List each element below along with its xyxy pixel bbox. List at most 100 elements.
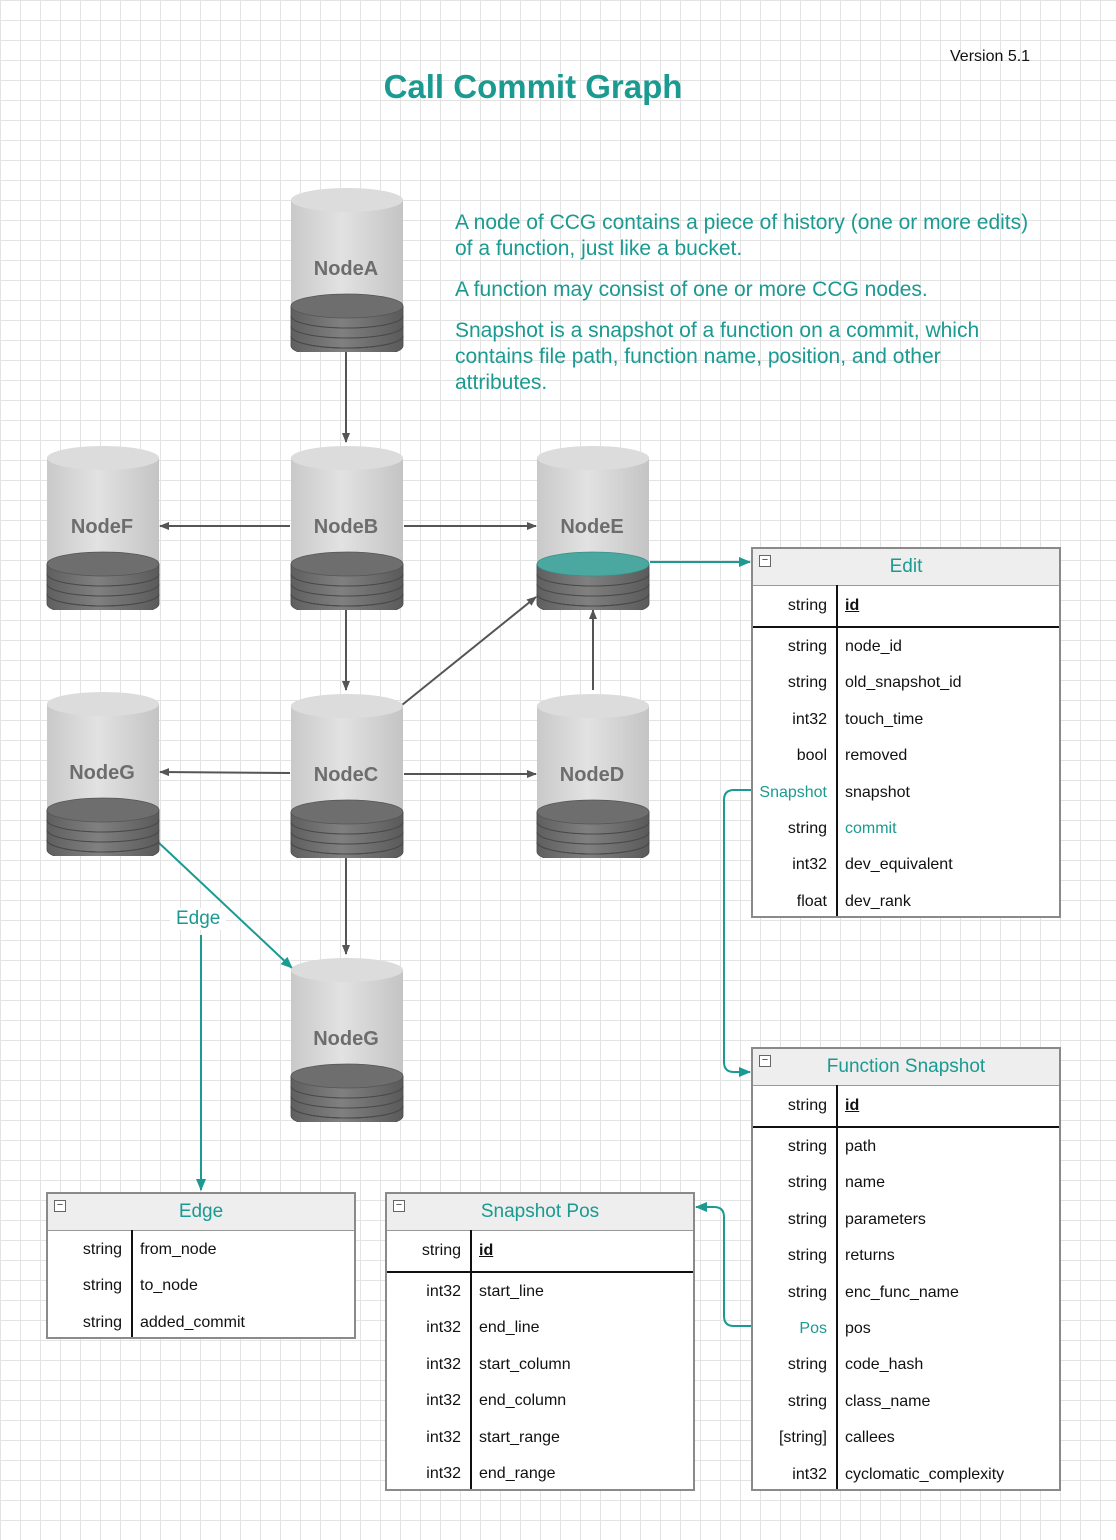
- description-paragraph-3: Snapshot is a snapshot of a function on …: [455, 319, 980, 394]
- column-divider: [836, 585, 838, 916]
- field-type: [string]: [778, 1429, 827, 1447]
- field-type: float: [796, 892, 827, 910]
- field-type: string: [421, 1242, 461, 1259]
- field-name: to_node: [140, 1277, 198, 1295]
- field-name: start_line: [479, 1283, 544, 1300]
- collapse-icon[interactable]: −: [393, 1200, 405, 1212]
- field-type: string: [787, 674, 827, 692]
- field-type: string: [787, 1356, 827, 1374]
- collapse-icon[interactable]: −: [54, 1200, 66, 1212]
- node-f[interactable]: NodeF: [46, 444, 160, 610]
- field-name: commit: [845, 819, 897, 837]
- field-name: from_node: [140, 1241, 217, 1258]
- field-type: string: [787, 1283, 827, 1301]
- field-name: old_snapshot_id: [845, 674, 962, 692]
- field-name: end_line: [479, 1319, 540, 1337]
- edit-table-header[interactable]: − Edit: [753, 549, 1059, 586]
- node-a[interactable]: NodeA: [290, 186, 404, 352]
- collapse-icon[interactable]: −: [759, 555, 771, 567]
- column-divider: [131, 1230, 133, 1337]
- field-name: id: [845, 1097, 860, 1114]
- field-type: int32: [792, 1465, 827, 1483]
- node-a-label: NodeA: [313, 258, 379, 280]
- table-row[interactable]: string returns: [753, 1238, 1059, 1274]
- field-name: name: [845, 1174, 886, 1192]
- table-row[interactable]: string name: [753, 1165, 1059, 1201]
- table-row[interactable]: [string]callees: [753, 1420, 1059, 1456]
- field-name: start_column: [479, 1355, 571, 1373]
- node-g-label: NodeG: [69, 762, 135, 784]
- column-divider: [836, 1085, 838, 1489]
- node-d[interactable]: NodeD: [536, 692, 650, 858]
- node-b-label: NodeB: [313, 516, 379, 538]
- field-name: path: [845, 1138, 877, 1155]
- table-row[interactable]: string old_snapshot_id: [753, 665, 1059, 701]
- snapshot-pos-table[interactable]: − Snapshot Pos string id int32 start_line…: [385, 1192, 695, 1491]
- field-type: string: [82, 1313, 122, 1331]
- field-name: class_name: [845, 1392, 931, 1410]
- table-row[interactable]: int32 touch_time: [753, 702, 1059, 738]
- table-row[interactable]: string id: [753, 1086, 1059, 1126]
- field-type: string: [787, 1392, 827, 1410]
- field-type: Pos: [799, 1319, 827, 1337]
- field-type: int32: [426, 1283, 461, 1300]
- field-name: start_range: [479, 1428, 560, 1446]
- field-name: pos: [845, 1319, 871, 1337]
- node-c[interactable]: NodeC: [290, 692, 404, 858]
- field-type: bool: [796, 747, 827, 765]
- table-row[interactable]: int32 end_line: [387, 1310, 693, 1346]
- field-type: int32: [792, 710, 827, 728]
- field-type: string: [787, 1174, 827, 1192]
- field-name: touch_time: [845, 710, 924, 728]
- collapse-icon[interactable]: −: [759, 1055, 771, 1067]
- edge-label: Edge: [170, 908, 227, 930]
- table-row[interactable]: string id: [387, 1231, 693, 1271]
- node-b[interactable]: NodeB: [290, 444, 404, 610]
- field-name: snapshot: [845, 783, 910, 801]
- edge-table-header[interactable]: − Edge: [48, 1194, 354, 1231]
- field-type: int32: [426, 1319, 461, 1337]
- node-g-2[interactable]: NodeG: [290, 956, 404, 1122]
- arrow-g-g2: [157, 841, 293, 969]
- table-row[interactable]: string id: [753, 586, 1059, 626]
- table-row[interactable]: int32 start_line: [387, 1274, 693, 1310]
- field-name: id: [479, 1242, 494, 1259]
- field-name: returns: [845, 1247, 895, 1265]
- snapshot-pos-table-header[interactable]: − Snapshot Pos: [387, 1194, 693, 1231]
- table-row[interactable]: string class_name: [753, 1384, 1059, 1420]
- field-name: end_column: [479, 1392, 567, 1410]
- edit-table-title: Edit: [889, 556, 923, 577]
- node-e[interactable]: NodeE: [536, 444, 650, 610]
- field-type: string: [787, 1247, 827, 1265]
- node-f-label: NodeF: [70, 516, 134, 538]
- description-paragraph-1: A node of CCG contains a piece of histor…: [455, 211, 1029, 260]
- field-name: dev_equivalent: [845, 856, 953, 874]
- field-type: string: [787, 1097, 827, 1114]
- node-g[interactable]: NodeG: [46, 690, 160, 856]
- field-type: string: [787, 638, 827, 655]
- function-snapshot-table-header[interactable]: − Function Snapshot: [753, 1049, 1059, 1086]
